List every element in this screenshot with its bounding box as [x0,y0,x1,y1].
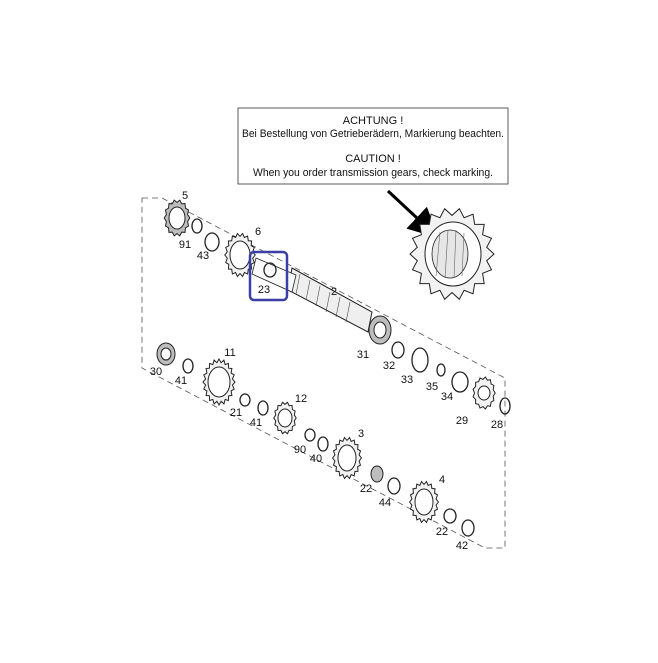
notice-line-3: CAUTION ! [345,153,401,165]
part-label: 91 [179,239,191,251]
part-label: 11 [224,347,235,359]
part-label: 21 [230,407,242,419]
part-label: 41 [250,417,262,429]
part-label: 12 [295,393,307,405]
lower-shaft-parts [156,342,475,537]
part-label: 30 [150,366,162,378]
upper-shaft-parts [163,199,511,415]
notice-line-2: Bei Bestellung von Getrieberädern, Marki… [242,128,504,140]
part-label: 34 [441,391,453,403]
notice-line-1: ACHTUNG ! [343,115,404,127]
part-label: 35 [426,381,438,393]
part-labels: 5 91 43 6 23 2 31 32 33 35 34 29 28 30 4… [150,190,503,552]
marking-gear-detail [409,207,495,301]
part-label: 31 [357,349,369,361]
part-label: 90 [294,444,306,456]
part-label: 23 [258,284,270,296]
part-label: 3 [358,428,364,440]
part-label: 29 [456,415,468,427]
part-label: 2 [331,286,337,298]
part-label: 43 [197,250,209,262]
part-label: 22 [360,483,372,495]
part-label: 5 [182,190,188,202]
part-23-highlight[interactable] [248,250,289,302]
part-label: 33 [401,374,413,386]
part-label: 40 [310,453,322,465]
assembly-frame [141,197,506,549]
part-label: 22 [436,526,448,538]
part-label: 44 [379,497,391,509]
part-label: 32 [383,360,395,372]
part-label: 4 [439,474,445,486]
part-label: 28 [491,419,503,431]
notice-line-4: When you order transmission gears, check… [253,167,493,179]
part-label: 41 [175,375,187,387]
caution-notice: ACHTUNG ! Bei Bestellung von Getrieberäd… [237,107,509,185]
part-label: 6 [255,226,261,238]
part-label: 42 [456,540,468,552]
